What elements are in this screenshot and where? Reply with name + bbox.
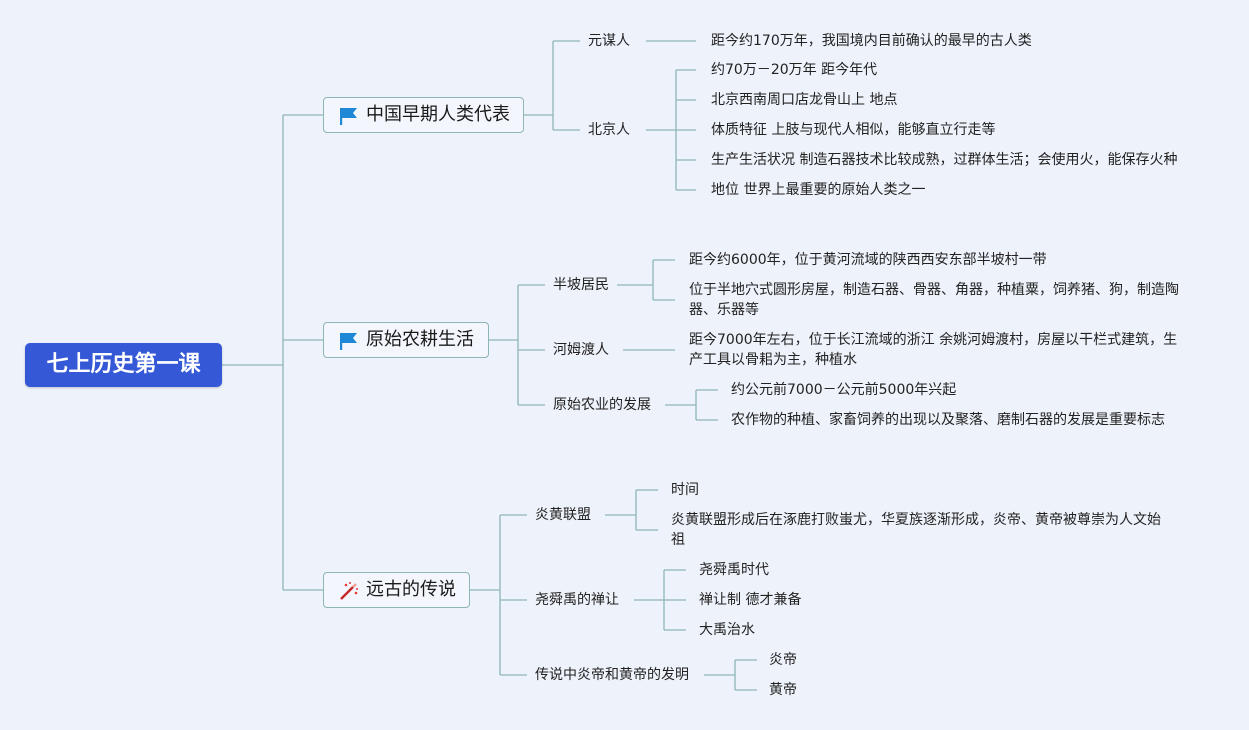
- subtopic-agriculture[interactable]: 原始农业的发展: [553, 397, 651, 413]
- detail-beijing-4[interactable]: 生产生活状况 制造石器技术比较成熟，过群体生活；会使用火，能保存火种: [711, 152, 1178, 168]
- detail-banpo-1[interactable]: 距今约6000年，位于黄河流域的陕西西安东部半坡村一带: [689, 252, 1047, 268]
- root-topic[interactable]: 七上历史第一课: [25, 343, 222, 387]
- detail-beijing-1[interactable]: 约70万－20万年 距今年代: [711, 62, 878, 78]
- branch-topic-label: 远古的传说: [366, 579, 456, 600]
- magic-wand-icon: [340, 582, 358, 600]
- detail-yanhuang-2[interactable]: 炎黄联盟形成后在涿鹿打败蚩尤，华夏族逐渐形成，炎帝、黄帝被尊崇为人文始祖: [671, 512, 1161, 548]
- subtopic-beijing[interactable]: 北京人: [588, 122, 630, 138]
- branch-topic-label: 原始农耕生活: [366, 329, 474, 350]
- detail-banpo-2[interactable]: 位于半地穴式圆形房屋，制造石器、骨器、角器，种植粟，饲养猪、狗，制造陶器、乐器等: [689, 282, 1179, 318]
- detail-shanrang-1[interactable]: 尧舜禹时代: [699, 562, 769, 578]
- detail-inventions-2[interactable]: 黄帝: [769, 682, 797, 698]
- flag-icon: [340, 108, 357, 125]
- detail-beijing-2[interactable]: 北京西南周口店龙骨山上 地点: [711, 92, 898, 108]
- detail-beijing-5[interactable]: 地位 世界上最重要的原始人类之一: [711, 182, 926, 198]
- detail-beijing-3[interactable]: 体质特征 上肢与现代人相似，能够直立行走等: [711, 122, 996, 138]
- detail-agriculture-2[interactable]: 农作物的种植、家畜饲养的出现以及聚落、磨制石器的发展是重要标志: [731, 412, 1165, 428]
- subtopic-banpo[interactable]: 半坡居民: [553, 277, 609, 293]
- branch-topic-legends[interactable]: 远古的传说: [323, 572, 470, 608]
- detail-yuanmou-1[interactable]: 距今约170万年，我国境内目前确认的最早的古人类: [711, 33, 1032, 49]
- detail-inventions-1[interactable]: 炎帝: [769, 652, 797, 668]
- subtopic-shanrang[interactable]: 尧舜禹的禅让: [535, 592, 619, 608]
- subtopic-hemudu[interactable]: 河姆渡人: [553, 342, 609, 358]
- detail-hemudu-1[interactable]: 距今7000年左右，位于长江流域的浙江 余姚河姆渡村，房屋以干栏式建筑，生产工具…: [689, 332, 1178, 368]
- branch-topic-label: 中国早期人类代表: [366, 104, 510, 125]
- branch-topic-early-humans[interactable]: 中国早期人类代表: [323, 97, 524, 133]
- branch-topic-farming[interactable]: 原始农耕生活: [323, 322, 489, 358]
- detail-shanrang-3[interactable]: 大禹治水: [699, 622, 755, 638]
- detail-shanrang-2[interactable]: 禅让制 德才兼备: [699, 592, 802, 608]
- detail-agriculture-1[interactable]: 约公元前7000－公元前5000年兴起: [731, 382, 957, 398]
- subtopic-yuanmou[interactable]: 元谋人: [588, 33, 630, 49]
- subtopic-yanhuang[interactable]: 炎黄联盟: [535, 507, 591, 523]
- detail-yanhuang-1[interactable]: 时间: [671, 482, 699, 498]
- flag-icon: [340, 333, 357, 350]
- subtopic-inventions[interactable]: 传说中炎帝和黄帝的发明: [535, 667, 689, 683]
